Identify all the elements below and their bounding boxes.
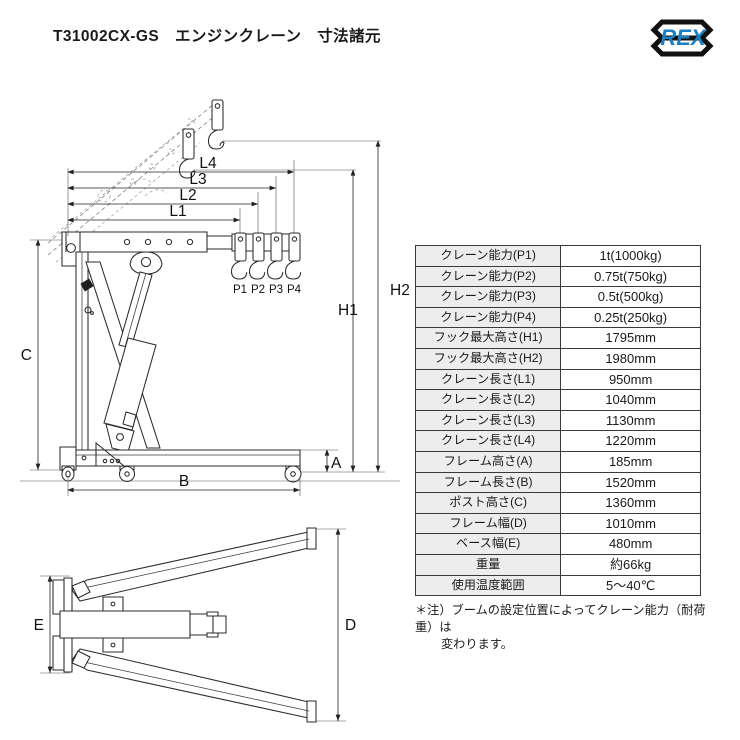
table-row: 重量約66kg xyxy=(414,553,701,576)
spec-value: 1040mm xyxy=(560,389,701,411)
spec-key: フック最大高さ(H1) xyxy=(414,327,562,349)
table-row: クレーン能力(P3)0.5t(500kg) xyxy=(414,286,701,308)
page-title: T31002CX-GS エンジンクレーン 寸法諸元 xyxy=(53,28,381,45)
dim-label-h1: H1 xyxy=(338,302,358,319)
spec-key: クレーン長さ(L3) xyxy=(414,409,562,432)
spec-value: 185mm xyxy=(560,450,701,473)
dimensions-side: L4 L3 L2 L1 P1 P2 P3 P4 H2 H1 xyxy=(21,140,410,496)
spec-key: フレーム長さ(B) xyxy=(414,471,562,494)
table-row: フレーム高さ(A)185mm xyxy=(414,450,701,473)
spec-key: フック最大高さ(H2) xyxy=(414,347,562,370)
caster-front xyxy=(284,465,302,483)
spec-key: ポスト高さ(C) xyxy=(414,492,562,514)
table-row: クレーン長さ(L2)1040mm xyxy=(414,389,701,411)
spec-value: 0.25t(250kg) xyxy=(560,306,701,329)
hooks-p1-p4 xyxy=(230,232,302,280)
spec-value: 5〜40℃ xyxy=(560,574,701,597)
spec-table-body: クレーン能力(P1)1t(1000kg)クレーン能力(P2)0.75t(750k… xyxy=(414,245,701,597)
spec-value: 1520mm xyxy=(560,471,701,494)
hook-p1 xyxy=(230,232,248,280)
hook-label-p2: P2 xyxy=(251,284,265,296)
hook-p3 xyxy=(266,232,284,280)
table-row: クレーン能力(P1)1t(1000kg) xyxy=(414,245,701,267)
spec-table: クレーン能力(P1)1t(1000kg)クレーン能力(P2)0.75t(750k… xyxy=(414,245,701,597)
spec-value: 1t(1000kg) xyxy=(560,245,701,267)
caster-rear xyxy=(61,465,75,482)
table-row: フレーム幅(D)1010mm xyxy=(414,512,701,535)
spec-value: 1360mm xyxy=(560,492,701,514)
table-row: フック最大高さ(H1)1795mm xyxy=(414,327,701,349)
spec-value: 1980mm xyxy=(560,347,701,370)
spec-value: 0.75t(750kg) xyxy=(560,265,701,288)
spec-key: クレーン能力(P3) xyxy=(414,286,562,308)
hook-label-p1: P1 xyxy=(233,284,247,296)
dim-label-h2: H2 xyxy=(390,282,410,299)
dim-label-l2: L2 xyxy=(179,187,196,204)
rex-logo: REX xyxy=(650,19,714,57)
dim-label-c: C xyxy=(21,347,32,364)
table-row: クレーン長さ(L4)1220mm xyxy=(414,430,701,452)
footnote-line-2: 変わります。 xyxy=(441,637,513,651)
spec-key: クレーン能力(P2) xyxy=(414,265,562,288)
hook-p2 xyxy=(248,232,266,280)
hook-label-p3: P3 xyxy=(269,284,283,296)
spec-value: 約66kg xyxy=(560,553,701,576)
table-row: クレーン長さ(L1)950mm xyxy=(414,368,701,391)
hook-raised-upper xyxy=(207,99,225,150)
table-row: クレーン能力(P4)0.25t(250kg) xyxy=(414,306,701,329)
table-row: ポスト高さ(C)1360mm xyxy=(414,492,701,514)
spec-key: 重量 xyxy=(414,553,562,576)
table-row: クレーン能力(P2)0.75t(750kg) xyxy=(414,265,701,288)
footnote-line-1: ＊注）ブームの設定位置によってクレーン能力（耐荷重）は xyxy=(415,603,706,634)
spec-value: 1010mm xyxy=(560,512,701,535)
hydraulic-ram xyxy=(103,251,163,453)
spec-key: フレーム高さ(A) xyxy=(414,450,562,473)
table-row: フック最大高さ(H2)1980mm xyxy=(414,347,701,370)
spec-value: 950mm xyxy=(560,368,701,391)
spec-key: クレーン長さ(L1) xyxy=(414,368,562,391)
hook-raised-lower xyxy=(178,128,196,179)
spec-key: クレーン能力(P1) xyxy=(414,245,562,267)
spec-key: 使用温度範囲 xyxy=(414,574,562,597)
base-frame xyxy=(59,441,302,483)
dim-label-l4: L4 xyxy=(199,155,217,172)
hook-p4 xyxy=(284,232,302,280)
dimensions-plan: E D xyxy=(34,528,356,722)
table-row: ベース幅(E)480mm xyxy=(414,533,701,555)
spec-value: 0.5t(500kg) xyxy=(560,286,701,308)
spec-key: クレーン長さ(L2) xyxy=(414,389,562,411)
spec-value: 1220mm xyxy=(560,430,701,452)
spec-value: 1130mm xyxy=(560,409,701,432)
caster-mid xyxy=(118,465,136,483)
footnote: ＊注）ブームの設定位置によってクレーン能力（耐荷重）は 変わります。 xyxy=(415,602,715,653)
hook-label-p4: P4 xyxy=(287,284,302,296)
side-view xyxy=(20,99,400,483)
dim-label-d: D xyxy=(345,617,356,634)
dim-label-a: A xyxy=(331,455,342,472)
spec-key: クレーン長さ(L4) xyxy=(414,430,562,452)
dim-label-b: B xyxy=(179,473,189,490)
plan-view xyxy=(52,527,317,723)
spec-value: 1795mm xyxy=(560,327,701,349)
spec-key: ベース幅(E) xyxy=(414,533,562,555)
table-row: クレーン長さ(L3)1130mm xyxy=(414,409,701,432)
dim-label-l3: L3 xyxy=(189,171,206,188)
rex-logo-text: REX xyxy=(660,25,707,50)
spec-key: クレーン能力(P4) xyxy=(414,306,562,329)
spec-value: 480mm xyxy=(560,533,701,555)
dim-label-l1: L1 xyxy=(169,203,186,220)
spec-key: フレーム幅(D) xyxy=(414,512,562,535)
dim-label-e: E xyxy=(34,617,44,634)
table-row: フレーム長さ(B)1520mm xyxy=(414,471,701,494)
